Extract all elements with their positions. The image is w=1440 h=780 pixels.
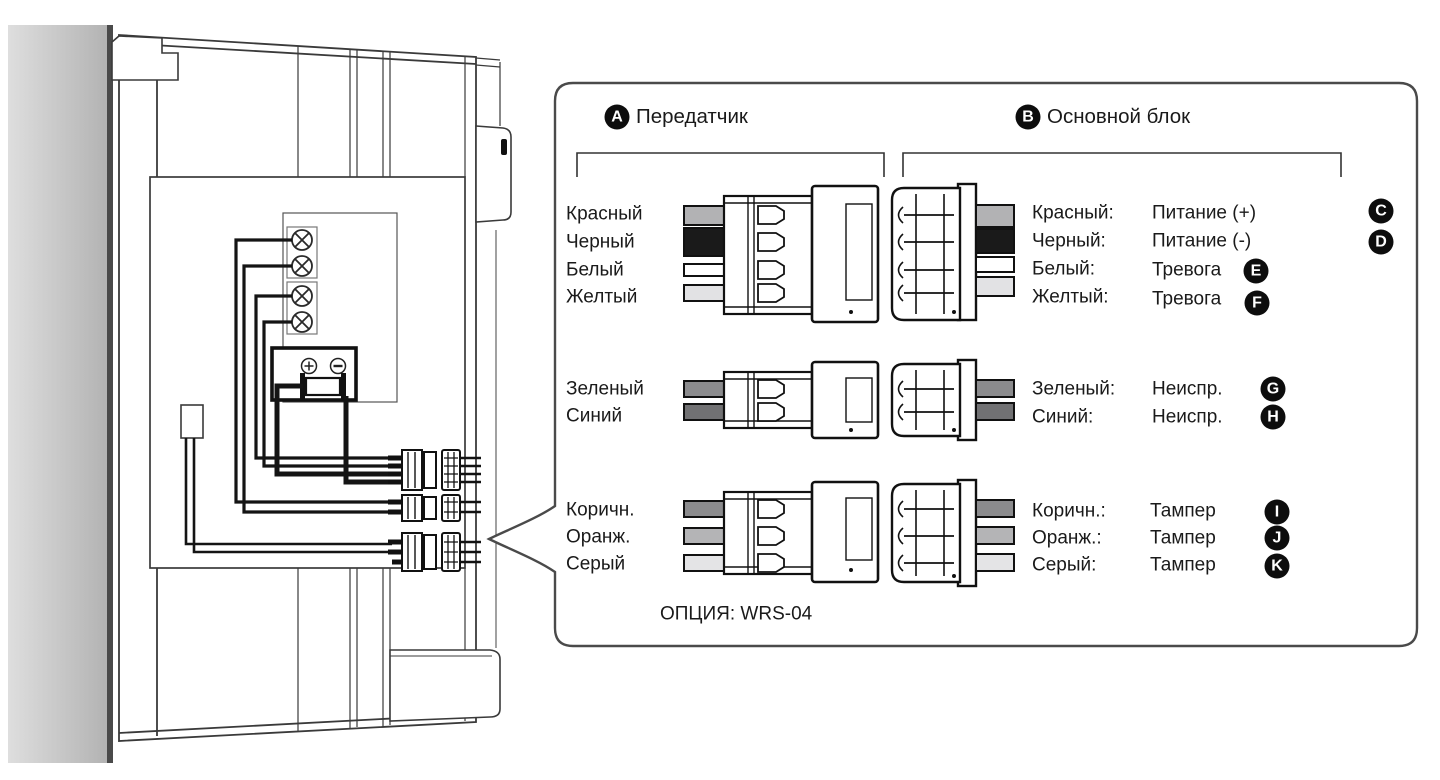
section-badge-b: B <box>1015 104 1041 130</box>
wire-black <box>975 228 1015 254</box>
internal-wires <box>184 238 392 554</box>
wire-green <box>975 379 1015 398</box>
wire-black <box>683 227 725 257</box>
battery-minus-icon <box>329 357 347 375</box>
wire-orange <box>683 527 725 545</box>
wire-function-label: Тампер <box>1150 527 1216 549</box>
transmitter-plug-3 <box>722 480 880 584</box>
wire-function-label: Неиспр. <box>1152 406 1223 428</box>
wire-label: Красный <box>566 203 643 225</box>
main-unit-socket-3 <box>890 478 978 588</box>
wire-label: Желтый <box>566 286 638 308</box>
cable-group-1 <box>683 182 1015 324</box>
wire-brown <box>975 499 1015 518</box>
main-unit-wires-3 <box>975 499 1015 572</box>
wire-function-label: Питание (-) <box>1152 230 1252 252</box>
wire-label: Черный <box>566 231 635 253</box>
wire-gray <box>975 553 1015 572</box>
resistor <box>304 376 342 397</box>
wire-function-label: Тревога <box>1152 288 1222 310</box>
battery-plus-icon <box>300 357 318 375</box>
wire-orange <box>975 526 1015 545</box>
ref-badge: F <box>1244 290 1270 316</box>
transmitter-wires-3 <box>683 500 725 572</box>
ref-badge: C <box>1368 198 1394 224</box>
wire-brown <box>683 500 725 518</box>
mounting-clip <box>111 35 179 81</box>
ref-badge: I <box>1264 499 1290 525</box>
wire-color-label: Белый: <box>1032 258 1096 280</box>
wire-function-label: Питание (+) <box>1152 202 1257 224</box>
main-unit-wires-2 <box>975 379 1015 421</box>
transmitter-plug-2 <box>722 360 880 440</box>
terminal-screw-icon <box>291 229 313 333</box>
header-main-unit: Основной блок <box>1047 104 1191 128</box>
wire-yellow <box>683 284 725 302</box>
wire-label: Оранж. <box>566 526 631 548</box>
wire-color-label: Желтый: <box>1032 286 1109 308</box>
main-unit-socket-2 <box>890 358 978 442</box>
wire-red <box>975 204 1015 228</box>
ref-badge: E <box>1243 258 1269 284</box>
wire-color-label: Красный: <box>1032 202 1114 224</box>
wire-label: Коричн. <box>566 499 635 521</box>
main-unit-wires-1 <box>975 204 1015 297</box>
wire-red <box>683 205 725 226</box>
bottom-side-foot <box>389 649 501 722</box>
header-transmitter: Передатчик <box>636 104 748 128</box>
bracket-main-unit <box>902 152 1342 177</box>
ref-badge: J <box>1264 525 1290 551</box>
wire-color-label: Коричн.: <box>1032 500 1106 522</box>
wall <box>8 25 113 763</box>
wire-function-label: Тампер <box>1150 554 1216 576</box>
wire-white <box>975 256 1015 273</box>
wire-green <box>683 380 725 398</box>
wire-label: Зеленый <box>566 378 644 400</box>
transmitter-plug-1 <box>722 184 880 324</box>
wire-label: Белый <box>566 259 624 281</box>
main-unit-socket-1 <box>890 182 978 322</box>
wire-label: Синий <box>566 405 623 427</box>
battery-terminal <box>270 346 358 402</box>
wire-label: Серый <box>566 553 626 575</box>
ref-badge: K <box>1264 553 1290 579</box>
wire-blue <box>683 403 725 421</box>
wire-color-label: Зеленый: <box>1032 378 1116 400</box>
wire-yellow <box>975 276 1015 297</box>
internal-connector-row-1 <box>388 449 481 491</box>
ref-badge: D <box>1368 229 1394 255</box>
section-badge-a: A <box>604 104 630 130</box>
wire-color-label: Черный: <box>1032 230 1106 252</box>
wire-color-label: Серый: <box>1032 554 1097 576</box>
tab-latch-mark <box>501 139 507 155</box>
bracket-transmitter <box>576 152 885 177</box>
option-label: ОПЦИЯ: WRS-04 <box>660 603 813 625</box>
wire-function-label: Неиспр. <box>1152 378 1223 400</box>
wire-color-label: Синий: <box>1032 406 1094 428</box>
top-side-tab <box>475 57 512 223</box>
wire-function-label: Тревога <box>1152 259 1222 281</box>
transmitter-wires-1 <box>683 205 725 302</box>
internal-connector-row-3 <box>388 532 481 572</box>
cable-group-2 <box>683 358 1015 442</box>
cable-group-3 <box>683 478 1015 588</box>
internal-connector-block <box>180 404 204 439</box>
ref-badge: G <box>1260 376 1286 402</box>
wire-white <box>683 263 725 277</box>
wire-function-label: Тампер <box>1150 500 1216 522</box>
ref-badge: H <box>1260 404 1286 430</box>
wire-blue <box>975 402 1015 421</box>
wire-gray <box>683 554 725 572</box>
internal-connector-row-2 <box>388 494 481 522</box>
wire-color-label: Оранж.: <box>1032 527 1102 549</box>
